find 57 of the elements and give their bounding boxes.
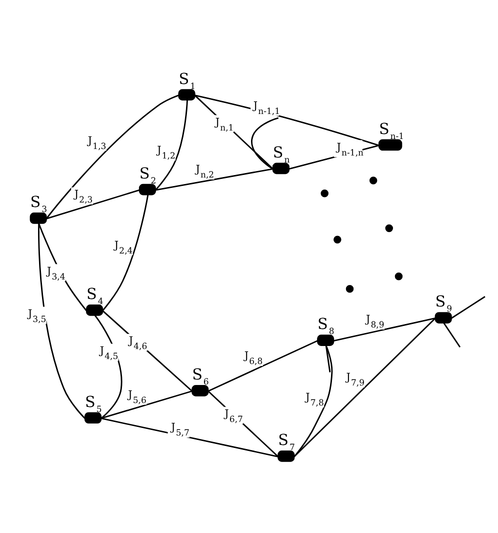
connector [46, 189, 140, 220]
edge-label: J$_{1,3}$ [88, 134, 106, 152]
edge-label: J$_{n,2}$ [196, 164, 214, 181]
edge-label: J$_{7,8}$ [306, 392, 324, 409]
edge-label: J$_{8,9}$ [366, 314, 384, 331]
connector [155, 100, 188, 190]
node-label: S$_{2}$ [139, 164, 156, 186]
connector [102, 310, 193, 392]
node-label: S$_{1}$ [178, 70, 196, 92]
edge-label: J$_{2,4}$ [114, 239, 133, 256]
node-label: S$_{5}$ [84, 392, 102, 415]
edge-label: J$_{5,7}$ [171, 422, 190, 439]
edge-label: J$_{6,8}$ [244, 350, 263, 368]
edge-label: J$_{1,2}$ [157, 144, 176, 162]
node-label: S$_{n}$ [272, 143, 290, 166]
edge-label: J$_{4,5}$ [100, 345, 118, 362]
connector [94, 314, 122, 419]
node-circle [385, 224, 393, 232]
node-circle [334, 236, 342, 244]
node-label: S$_{6}$ [192, 366, 209, 388]
connector [294, 318, 436, 458]
edge-label: J$_{n,1}$ [215, 116, 234, 134]
connector [208, 390, 279, 458]
node-circle [346, 285, 354, 293]
connector [46, 94, 179, 220]
connector [325, 345, 331, 372]
node-label: S$_{4}$ [86, 285, 104, 308]
connector [100, 418, 278, 458]
connector [100, 390, 192, 420]
node-label: S$_{n-1}$ [378, 120, 404, 142]
connector [155, 168, 274, 191]
connector [194, 94, 380, 146]
edge-label: J$_{n-1,1}$ [253, 100, 280, 118]
edge-label: J$_{3,5}$ [28, 308, 46, 325]
node-label: S$_{3}$ [30, 193, 48, 216]
connector [194, 94, 274, 170]
node-label: S$_{9}$ [435, 292, 452, 315]
node-circle [394, 272, 403, 280]
node-circle [320, 190, 328, 198]
edge-label: J$_{5,6}$ [128, 388, 146, 406]
edge-label: J$_{n-1,n}$ [336, 141, 364, 158]
edge-label: J$_{3,4}$ [47, 265, 66, 282]
connector [443, 322, 461, 348]
connector [102, 194, 149, 312]
edge-label: J$_{6,7}$ [224, 408, 243, 426]
edge-label: J$_{2,3}$ [74, 188, 93, 206]
node-circle [369, 176, 378, 184]
edge-label: J$_{7,9}$ [346, 372, 365, 389]
connector [38, 223, 86, 419]
node-label: S$_{8}$ [318, 315, 334, 338]
connector [38, 223, 87, 312]
connector [451, 296, 486, 319]
connector [333, 318, 436, 342]
connector [208, 340, 318, 392]
edge-label: J$_{4,6}$ [128, 335, 148, 352]
node-label: S$_{7}$ [278, 431, 295, 454]
connector [251, 117, 279, 170]
